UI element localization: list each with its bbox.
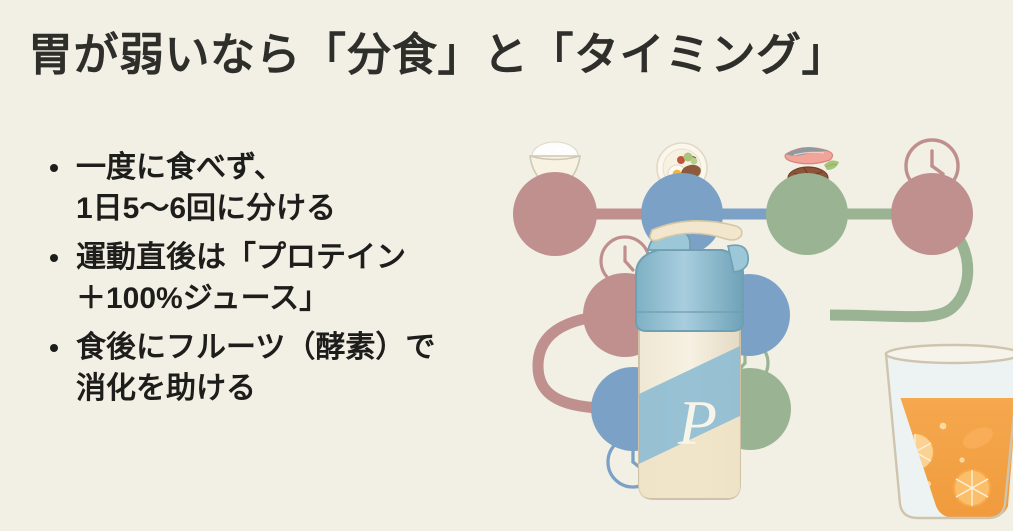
orange-juice-glass — [884, 343, 1013, 520]
bullet-3-line-1: 食後にフルーツ（酵素）で — [76, 331, 436, 364]
protein-shaker-bottle: P — [635, 220, 750, 500]
node-4-rose[interactable] — [891, 173, 973, 255]
bullet-marker — [50, 254, 58, 262]
bullet-list: 一度に食べず、 1日5〜6回に分ける 運動直後は「プロテイン ＋100%ジュース… — [40, 148, 510, 418]
bullet-2-line-1: 運動直後は「プロテイン — [76, 241, 406, 274]
connector-rose-left-curve — [532, 309, 627, 415]
bullet-marker — [50, 344, 58, 352]
list-item: 食後にフルーツ（酵素）で 消化を助ける — [40, 328, 510, 409]
list-item: 一度に食べず、 1日5〜6回に分ける — [40, 148, 510, 229]
node-3-green[interactable] — [766, 173, 848, 255]
shaker-logo-letter: P — [677, 387, 717, 458]
bullet-2-line-2: ＋100%ジュース」 — [76, 281, 330, 315]
bullet-marker — [50, 164, 58, 172]
list-item: 運動直後は「プロテイン ＋100%ジュース」 — [40, 238, 510, 319]
bullet-1-line-1: 一度に食べず、 — [76, 151, 284, 184]
page-title: 胃が弱いなら「分食」と「タイミング」 — [28, 29, 848, 80]
node-1-rose[interactable] — [513, 172, 597, 256]
bullet-3-line-2: 消化を助ける — [76, 371, 256, 405]
meal-timeline-illustration: P — [500, 126, 1013, 531]
bullet-1-line-2: 1日5〜6回に分ける — [76, 191, 337, 225]
orange-slice-icon — [953, 469, 991, 507]
